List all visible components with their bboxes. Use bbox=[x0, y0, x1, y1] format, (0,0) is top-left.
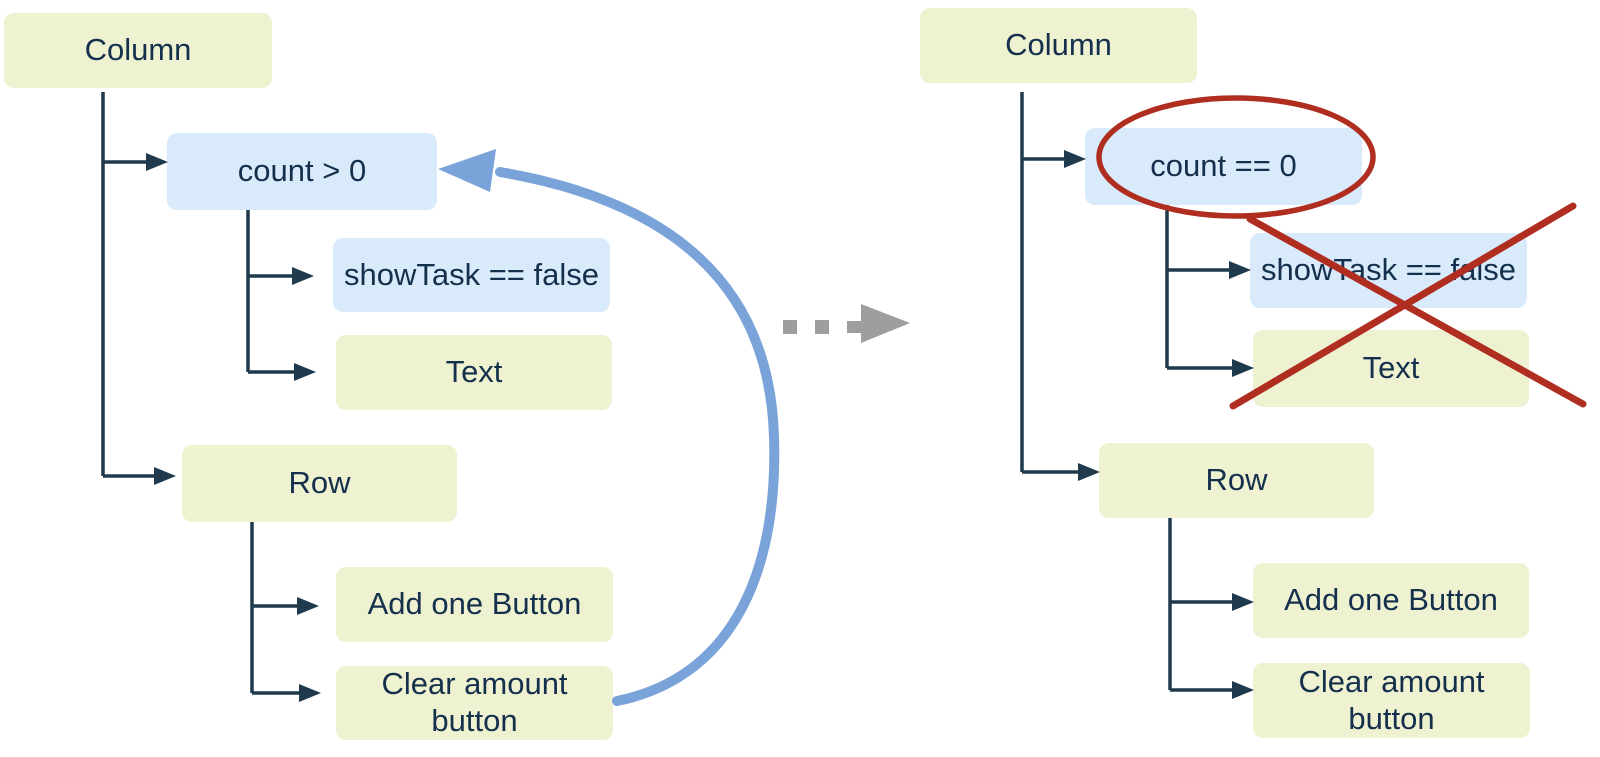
arrowhead-icon bbox=[1078, 463, 1100, 481]
arrowhead-icon bbox=[299, 684, 321, 702]
arrowhead-icon bbox=[1232, 593, 1254, 611]
arrowhead-icon bbox=[1232, 359, 1254, 377]
arrowhead-icon bbox=[1229, 261, 1251, 279]
arrowhead-icon bbox=[292, 267, 314, 285]
rebuild-arrowhead-icon bbox=[438, 149, 496, 192]
arrowhead-icon bbox=[154, 467, 176, 485]
transition-arrow bbox=[783, 304, 910, 343]
arrowhead-icon bbox=[297, 597, 319, 615]
transition-dash bbox=[815, 320, 829, 334]
after-node-clear: Clear amount button bbox=[1253, 663, 1530, 738]
after-node-text: Text bbox=[1253, 330, 1529, 407]
arrowhead-icon bbox=[146, 153, 168, 171]
arrowhead-icon bbox=[294, 363, 316, 381]
after-node-column: Column bbox=[920, 8, 1197, 83]
transition-dash bbox=[783, 320, 797, 334]
after-node-addone: Add one Button bbox=[1253, 563, 1529, 638]
arrowhead-icon bbox=[1232, 681, 1254, 699]
transition-arrowhead-icon bbox=[861, 304, 910, 343]
transition-dash bbox=[847, 321, 863, 333]
before-node-clear: Clear amount button bbox=[336, 666, 613, 740]
before-node-addone: Add one Button bbox=[336, 567, 613, 642]
after-node-condition: count == 0 bbox=[1085, 128, 1362, 205]
before-node-condition: count > 0 bbox=[167, 133, 437, 210]
before-node-text: Text bbox=[336, 335, 612, 410]
after-node-row: Row bbox=[1099, 443, 1374, 518]
after-node-showtask: showTask == false bbox=[1250, 233, 1527, 308]
before-node-row: Row bbox=[182, 445, 457, 522]
arrowhead-icon bbox=[1064, 150, 1086, 168]
before-node-showtask: showTask == false bbox=[333, 238, 610, 312]
before-node-column: Column bbox=[4, 13, 272, 88]
